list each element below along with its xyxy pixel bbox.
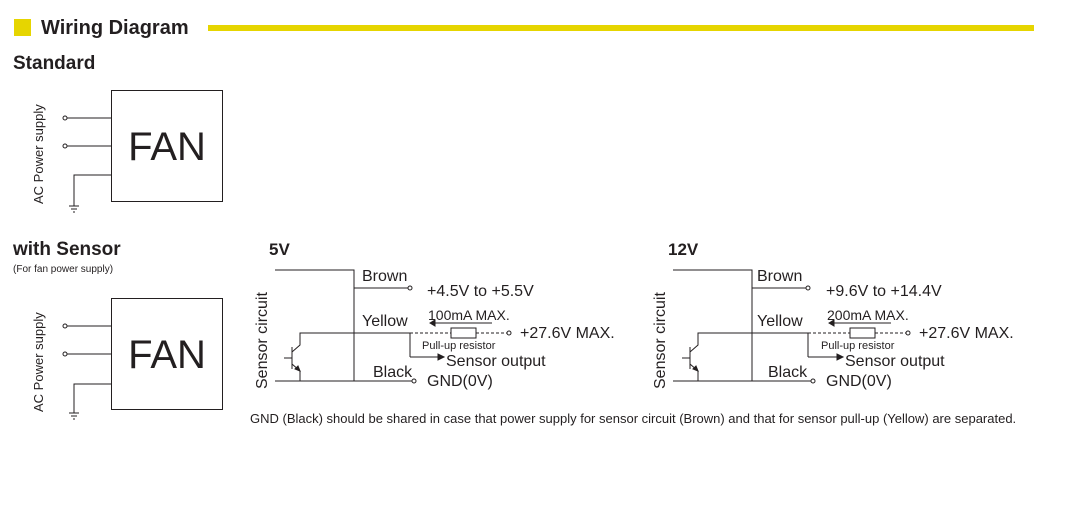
circuit-12v-pullup-label: Pull-up resistor [821, 340, 895, 352]
circuit-5v-sensor-output: Sensor output [446, 353, 546, 370]
circuit-12v-pullup-voltage: +27.6V MAX. [919, 325, 1014, 342]
standard-fan-label: FAN [128, 125, 206, 169]
circuit-5v-gnd-label: GND(0V) [427, 373, 493, 390]
circuit-5v-brown-range: +4.5V to +5.5V [427, 283, 534, 300]
circuit-12v-title: 12V [668, 240, 699, 259]
standard-title: Standard [13, 53, 96, 74]
page-title: Wiring Diagram [41, 17, 189, 39]
section-header: Wiring Diagram [14, 16, 1034, 40]
standard-fan-box: FAN [111, 90, 223, 202]
sensor-fan-label: FAN [128, 333, 206, 377]
sensor-ac-wires [62, 323, 111, 357]
circuit-12v-sensor-output: Sensor output [845, 353, 945, 370]
circuit-12v-current-max: 200mA MAX. [827, 307, 909, 323]
circuit-12v-gnd-label: GND(0V) [826, 373, 892, 390]
circuit-5v-pullup-voltage: +27.6V MAX. [520, 325, 615, 342]
circuit-5v-yellow-label: Yellow [362, 313, 408, 330]
circuit-12v-black-label: Black [768, 364, 808, 381]
header-rule [208, 25, 1034, 31]
circuit-5v-brown-label: Brown [362, 268, 408, 285]
header-square-icon [14, 19, 31, 36]
circuit-12v-yellow-label: Yellow [757, 313, 803, 330]
with-sensor-subtitle: (For fan power supply) [13, 264, 114, 275]
standard-ac-wires [62, 115, 111, 149]
circuit-12v-brown-range: +9.6V to +14.4V [826, 283, 942, 300]
circuit-5v-current-max: 100mA MAX. [428, 307, 510, 323]
circuit-5v-title: 5V [269, 240, 290, 259]
circuit-5v-pullup-label: Pull-up resistor [422, 340, 496, 352]
circuit-5v-black-label: Black [373, 364, 413, 381]
sensor-ground-icon [69, 383, 111, 420]
with-sensor-title: with Sensor [13, 239, 121, 260]
sensor-fan-box: FAN [111, 298, 223, 410]
circuit-12v-brown-label: Brown [757, 268, 803, 285]
ground-sharing-note: GND (Black) should be shared in case tha… [250, 411, 1017, 426]
circuit-5v-wiring [275, 269, 512, 384]
circuit-12v-wiring [673, 269, 911, 384]
standard-ground-icon [69, 174, 111, 213]
